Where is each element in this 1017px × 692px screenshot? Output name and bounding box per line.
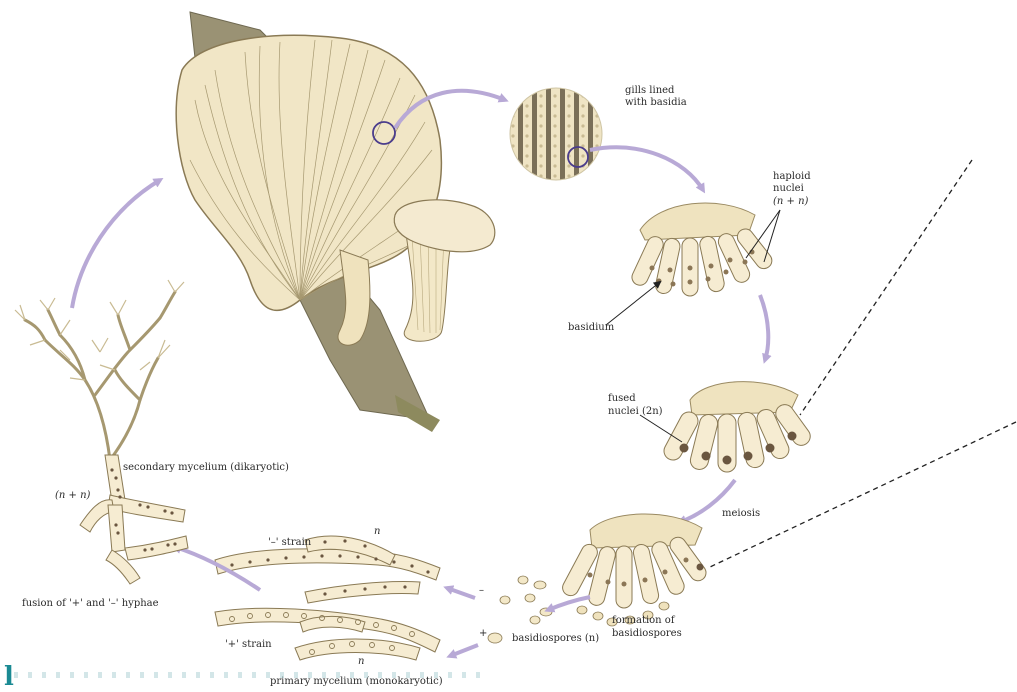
- primary-mycelium-group: '–' strain n '+' strain n primary myceli…: [175, 526, 443, 687]
- fused-label-line1: fused: [608, 393, 636, 404]
- cycle-arrow-to-basidia: [590, 147, 703, 190]
- cropped-heading-glyph: l: [4, 664, 14, 690]
- n-label-top: n: [374, 526, 380, 537]
- haploid-pointer-b: [764, 210, 780, 262]
- basidiospores-label: basidiospores (n): [512, 633, 599, 644]
- branching-hyphae: [25, 292, 175, 460]
- dashed-pointer-lines: [710, 160, 1016, 567]
- fused-label-line2: nuclei (2n): [608, 406, 663, 417]
- basidia-sporulating-group: formation of basidiospores: [560, 514, 709, 639]
- meiosis-label: meiosis: [722, 508, 760, 519]
- basidia-haploid-group: haploid nuclei (n + n) basidium: [568, 171, 811, 360]
- minus-sign: –: [479, 585, 484, 596]
- minus-strain-label: '–' strain: [268, 537, 312, 548]
- fusion-label: fusion of '+' and '–' hyphae: [22, 598, 159, 609]
- truncated-caption-remnant: [14, 672, 484, 678]
- haploid-label-line2: nuclei: [773, 183, 804, 194]
- plus-strain-label: '+' strain: [225, 639, 272, 650]
- gills-zoom-disc: [510, 88, 602, 180]
- plus-strain-hyphae: [215, 608, 440, 660]
- secondary-mycelium-label: secondary mycelium (dikaryotic): [123, 462, 289, 473]
- formation-label-line2: basidiospores: [612, 628, 682, 639]
- dashed-line-upper: [800, 160, 972, 415]
- basidium-pointer: [606, 282, 660, 325]
- haploid-label-line3: (n + n): [773, 196, 809, 207]
- gills-label-line2: with basidia: [625, 97, 687, 108]
- cycle-arrow-to-fused: [760, 295, 768, 360]
- minus-strain-hyphae: [215, 536, 440, 603]
- cycle-arrow-to-mushroom: [72, 180, 160, 308]
- nn-left-label: (n + n): [55, 490, 91, 501]
- arrow-spore-to-plus: [450, 645, 478, 656]
- haploid-label-line1: haploid: [773, 171, 811, 182]
- oyster-mushroom-illustration: [176, 12, 495, 432]
- n-label-bottom: n: [358, 656, 364, 667]
- plus-sign: +: [479, 628, 487, 639]
- arrow-spore-to-minus: [447, 588, 475, 598]
- gills-label-line1: gills lined: [625, 85, 675, 96]
- basidia-fused-group: fused nuclei (2n) meiosis: [608, 382, 814, 522]
- dikaryotic-hyphae: [80, 455, 188, 584]
- formation-label-line1: formation of: [612, 615, 676, 626]
